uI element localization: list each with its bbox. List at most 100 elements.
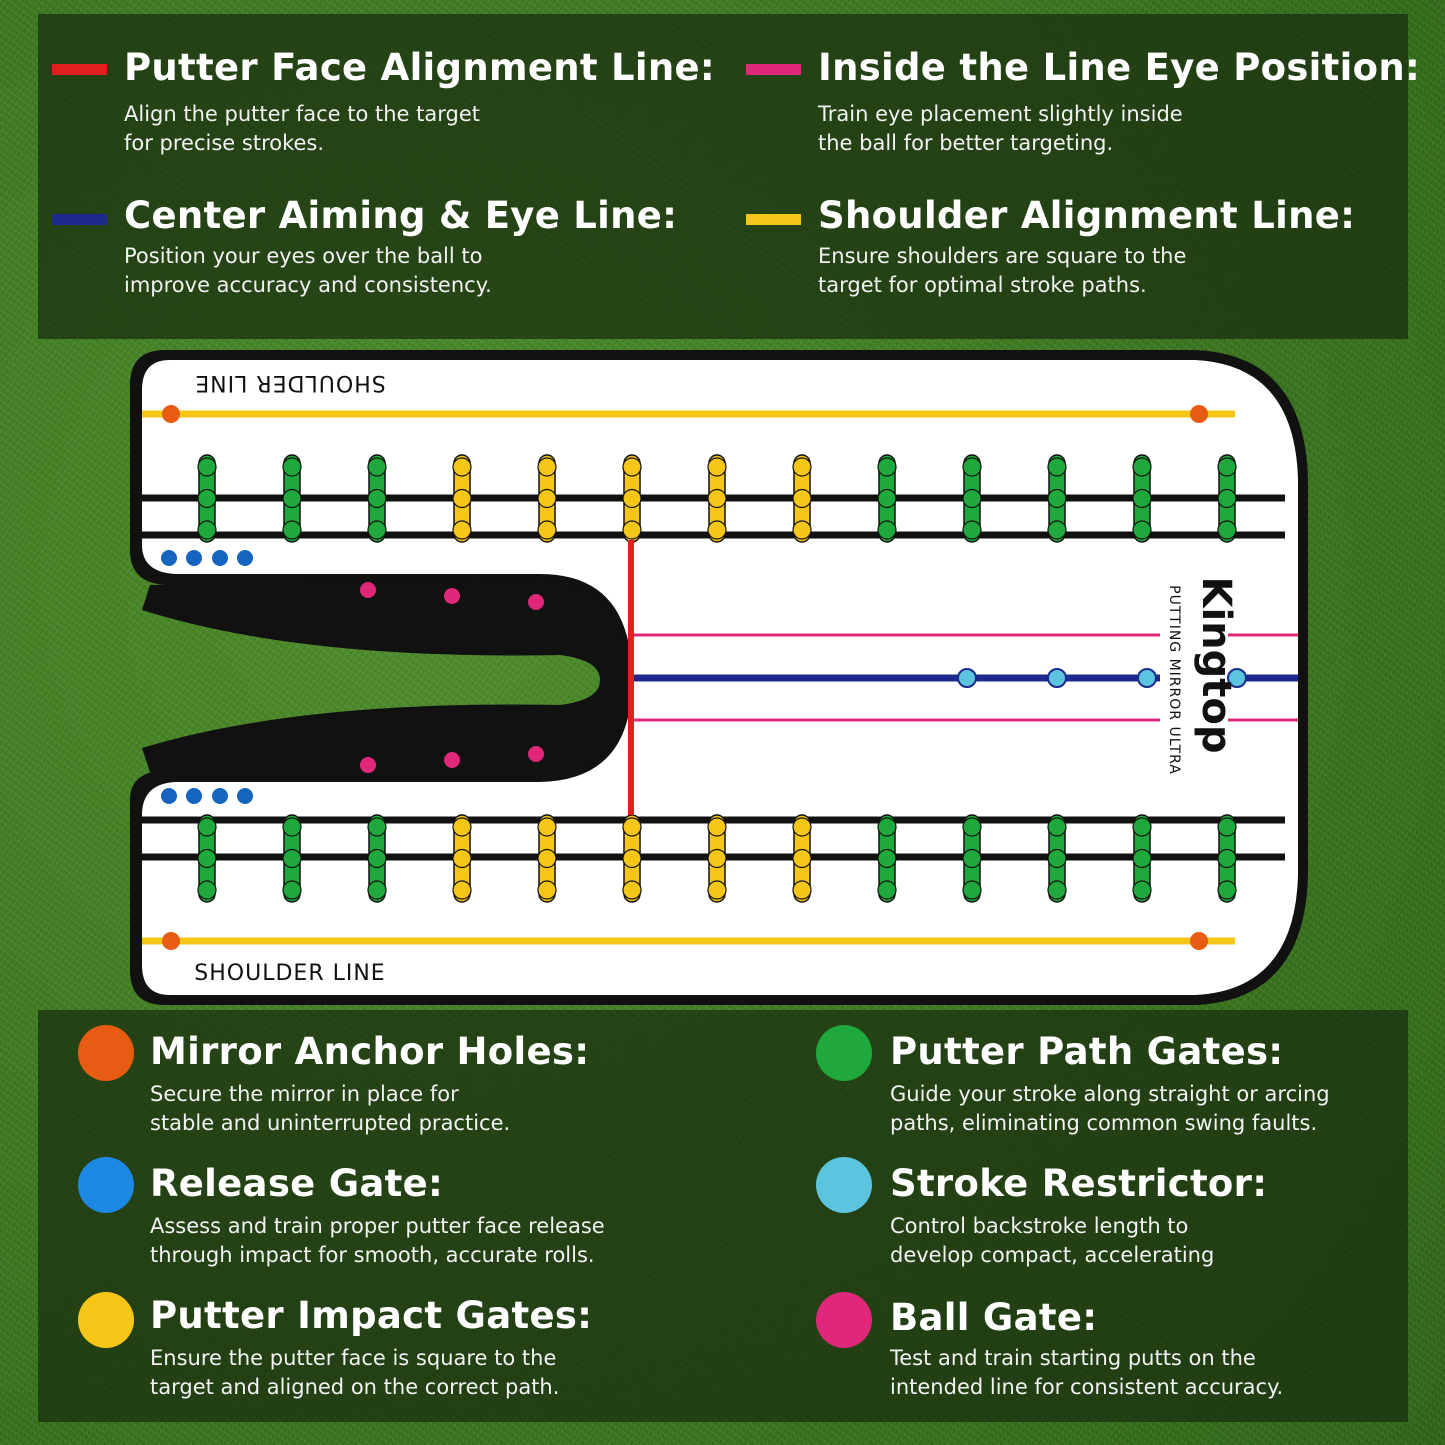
legend-desc: Train eye placement slightly inside the …	[818, 100, 1420, 158]
shoulder-label-top: SHOULDER LINE	[194, 370, 385, 395]
legend-desc-line: Train eye placement slightly inside	[818, 102, 1183, 126]
legend-desc-line: through impact for smooth, accurate roll…	[150, 1243, 595, 1267]
magenta-dot-swatch	[816, 1292, 872, 1348]
gate-peg	[1047, 488, 1067, 509]
gate-peg	[962, 817, 982, 837]
legend-desc-line: the ball for better targeting.	[818, 131, 1114, 155]
blue-dot-swatch	[78, 1157, 134, 1213]
putter-gates-bottom	[197, 814, 1237, 903]
gate-peg	[877, 457, 897, 477]
legend-desc-line: develop compact, accelerating	[890, 1243, 1215, 1267]
gate-peg	[622, 520, 642, 540]
gate-peg	[1132, 880, 1152, 900]
putter-gates-top	[197, 454, 1237, 543]
stroke-restrictor-dot	[1227, 668, 1247, 688]
legend-desc-line: Guide your stroke along straight or arci…	[890, 1082, 1330, 1106]
gate-peg	[877, 488, 897, 509]
legend-desc-line: Ensure shoulders are square to the	[818, 244, 1187, 268]
gate-peg	[877, 880, 897, 900]
release-dot	[237, 788, 253, 804]
gate-peg	[1047, 520, 1067, 540]
yellow-line-swatch	[746, 214, 801, 225]
ball-gate-dot	[360, 582, 376, 598]
legend-desc: Control backstroke length to develop com…	[890, 1212, 1267, 1270]
gate-peg	[282, 848, 302, 869]
gate-peg	[1047, 457, 1067, 477]
gate-peg	[452, 488, 472, 509]
legend-desc: Ensure the putter face is square to the …	[150, 1344, 592, 1402]
gate-peg	[707, 520, 727, 540]
brand-logo: Kingtop	[1193, 576, 1239, 753]
stroke-restrictor-dot	[1137, 668, 1157, 688]
gate-peg	[1217, 457, 1237, 477]
legend-mirror-anchor-holes: Mirror Anchor Holes: Secure the mirror i…	[150, 1030, 589, 1138]
gate-peg	[452, 457, 472, 477]
legend-inside-line-eye: Inside the Line Eye Position: Train eye …	[818, 46, 1420, 158]
gate-peg	[792, 817, 812, 837]
gate-peg	[537, 880, 557, 900]
gate-peg	[197, 848, 217, 869]
legend-title: Shoulder Alignment Line:	[818, 194, 1356, 237]
gate-peg	[792, 488, 812, 509]
legend-desc: Secure the mirror in place for stable an…	[150, 1080, 589, 1138]
legend-desc-line: Test and train starting putts on the	[890, 1346, 1256, 1370]
gate-peg	[877, 520, 897, 540]
gate-peg	[537, 488, 557, 509]
gate-peg	[1047, 848, 1067, 869]
gate-peg	[1217, 848, 1237, 869]
gate-peg	[537, 457, 557, 477]
gate-peg	[707, 817, 727, 837]
cyan-dot-swatch	[816, 1157, 872, 1213]
legend-desc-line: stable and uninterrupted practice.	[150, 1111, 511, 1135]
legend-panel-bottom	[38, 1010, 1408, 1422]
gate-peg	[1217, 520, 1237, 540]
release-dot	[212, 788, 228, 804]
gate-peg	[962, 457, 982, 477]
gate-peg	[707, 848, 727, 869]
gate-peg	[282, 520, 302, 540]
gate-peg	[1132, 457, 1152, 477]
magenta-line-swatch	[746, 64, 801, 75]
gate-peg	[197, 457, 217, 477]
brand-subtitle: PUTTING MIRROR ULTRA	[1166, 585, 1182, 775]
gate-peg	[792, 880, 812, 900]
legend-title: Ball Gate:	[890, 1296, 1098, 1339]
legend-desc-line: Secure the mirror in place for	[150, 1082, 459, 1106]
gate-peg	[367, 457, 387, 477]
ball-gate-dot	[360, 757, 376, 773]
gate-peg	[792, 520, 812, 540]
gate-peg	[622, 817, 642, 837]
gate-peg	[537, 817, 557, 837]
legend-title: Center Aiming & Eye Line:	[124, 194, 678, 237]
shoulder-label-bottom: SHOULDER LINE	[194, 961, 385, 986]
ball-gate-dot	[444, 752, 460, 768]
gate-peg	[707, 880, 727, 900]
ball-gate-dot	[444, 588, 460, 604]
legend-shoulder-alignment: Shoulder Alignment Line: Ensure shoulder…	[818, 194, 1355, 300]
gate-peg	[1217, 817, 1237, 837]
gate-peg	[197, 880, 217, 900]
release-dot	[161, 788, 177, 804]
gate-peg	[282, 457, 302, 477]
release-dot	[186, 550, 202, 566]
release-gate-top	[161, 550, 253, 566]
gate-peg	[197, 520, 217, 540]
legend-putter-path-gates: Putter Path Gates: Guide your stroke alo…	[890, 1030, 1330, 1138]
legend-desc-line: improve accuracy and consistency.	[124, 273, 492, 297]
gate-peg	[962, 880, 982, 900]
gate-peg	[877, 848, 897, 869]
release-dot	[161, 550, 177, 566]
gate-peg	[537, 848, 557, 869]
legend-title: Putter Path Gates:	[890, 1030, 1284, 1073]
legend-desc-line: target for optimal stroke paths.	[818, 273, 1147, 297]
gate-peg	[1217, 488, 1237, 509]
anchor-hole	[1190, 405, 1208, 423]
legend-desc: Test and train starting putts on the int…	[890, 1344, 1283, 1402]
legend-stroke-restrictor: Stroke Restrictor: Control backstroke le…	[890, 1162, 1267, 1270]
legend-desc: Position your eyes over the ball to impr…	[124, 242, 677, 300]
gate-peg	[962, 488, 982, 509]
legend-desc-line: target and aligned on the correct path.	[150, 1375, 560, 1399]
gate-peg	[962, 848, 982, 869]
gate-peg	[1047, 880, 1067, 900]
legend-panel-top	[38, 14, 1408, 339]
